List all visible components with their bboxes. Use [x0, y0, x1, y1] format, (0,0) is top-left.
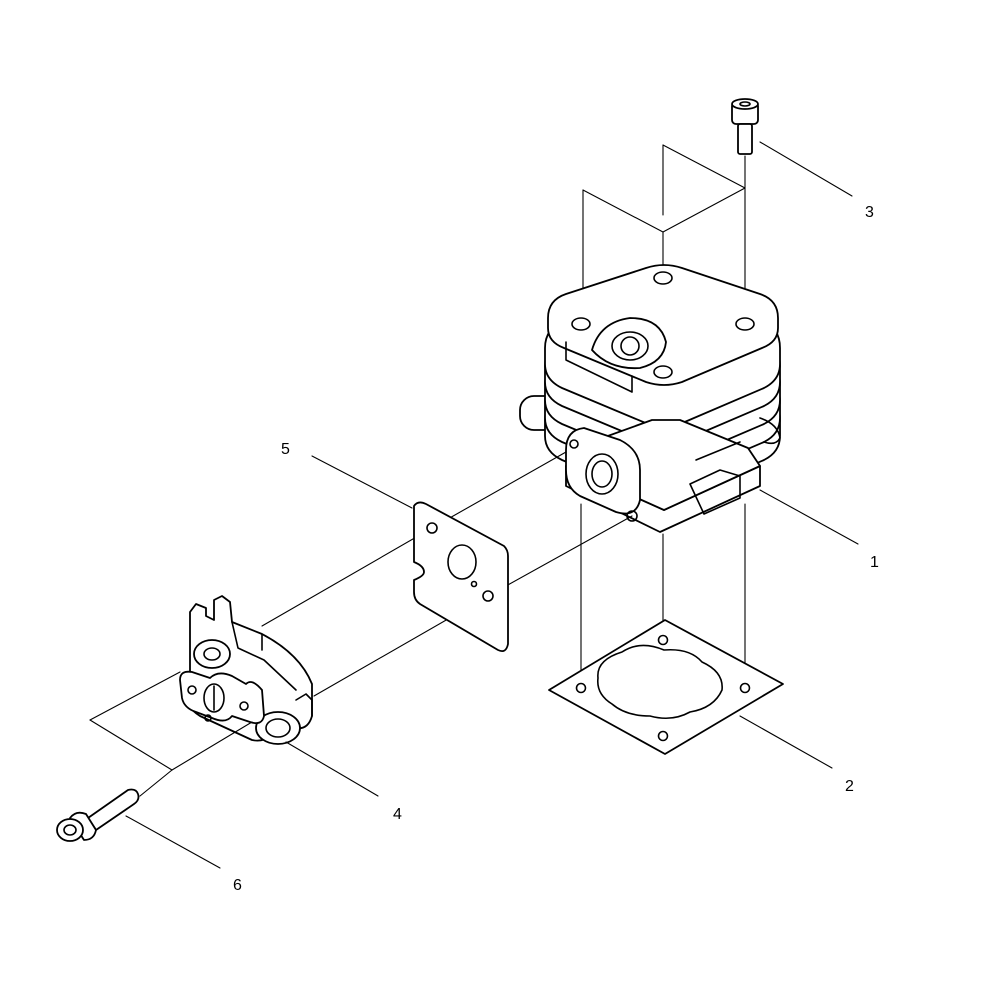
- callout-3: 3: [865, 204, 874, 221]
- callout-labels: 1 2 3 4 5 6: [233, 204, 879, 894]
- part-4-intake-flange: [179, 595, 313, 745]
- part-5-intake-gasket: [413, 501, 509, 653]
- callout-5: 5: [281, 441, 290, 458]
- callout-4: 4: [393, 806, 402, 823]
- callout-2: 2: [845, 778, 854, 795]
- part-3-cylinder-screw: [731, 98, 759, 155]
- callout-6: 6: [233, 877, 242, 894]
- callout-1: 1: [870, 554, 879, 571]
- leader-lines: [125, 141, 859, 869]
- part-2-base-gasket: [548, 619, 784, 755]
- part-1-cylinder: [519, 264, 781, 533]
- part-6-flange-screw: [56, 788, 140, 842]
- flange-screw-alignment-lines: [89, 671, 253, 797]
